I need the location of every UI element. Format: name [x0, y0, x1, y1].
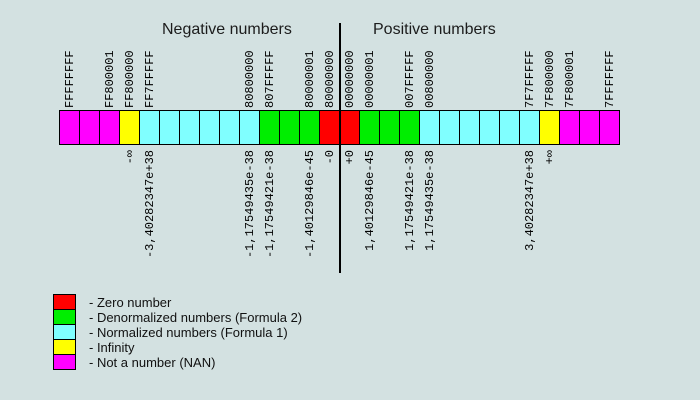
zero-divider-line	[339, 23, 341, 273]
bar-cell-normalized	[460, 111, 480, 144]
legend-row-denormalized: - Denormalized numbers (Formula 2)	[53, 309, 302, 325]
bar-cell-zero	[320, 111, 340, 144]
value-label: -1,17549421e-38	[263, 150, 277, 259]
bar-cell-denormalized	[260, 111, 280, 144]
hex-label: 7FFFFFFF	[603, 50, 617, 108]
legend: - Zero number- Denormalized numbers (For…	[53, 294, 302, 370]
hex-label: 80000000	[323, 50, 337, 108]
bar-cell-nan	[600, 111, 620, 144]
denormalized-color-swatch	[53, 309, 76, 325]
infinity-color-swatch	[53, 339, 76, 355]
nan-color-swatch	[53, 354, 76, 370]
bar-cell-normalized	[160, 111, 180, 144]
hex-label: 00800000	[423, 50, 437, 108]
value-label: -3,40282347e+38	[143, 150, 157, 259]
bar-cell-nan	[60, 111, 80, 144]
bar-cell-normalized	[220, 111, 240, 144]
legend-label: - Zero number	[89, 294, 172, 310]
bar-cell-normalized	[420, 111, 440, 144]
bar-cell-infinity	[540, 111, 560, 144]
bar-cell-infinity	[120, 111, 140, 144]
bar-cell-nan	[80, 111, 100, 144]
bar-cell-denormalized	[280, 111, 300, 144]
legend-label: - Infinity	[89, 339, 135, 355]
bar-cell-normalized	[140, 111, 160, 144]
hex-label: 00000001	[363, 50, 377, 108]
bar-cell-zero	[340, 111, 360, 144]
legend-label: - Denormalized numbers (Formula 2)	[89, 309, 303, 325]
hex-label: FFFFFFFF	[63, 50, 77, 108]
number-line-bar	[59, 110, 620, 145]
bar-cell-normalized	[500, 111, 520, 144]
bar-cell-normalized	[180, 111, 200, 144]
bar-cell-normalized	[440, 111, 460, 144]
hex-label: 80800000	[243, 50, 257, 108]
normalized-color-swatch	[53, 324, 76, 340]
legend-label: - Normalized numbers (Formula 1)	[89, 324, 288, 340]
value-label: -∞	[123, 150, 137, 165]
bar-cell-normalized	[480, 111, 500, 144]
hex-label: 007FFFFF	[403, 50, 417, 108]
hex-label: 80000001	[303, 50, 317, 108]
legend-row-nan: - Not a number (NAN)	[53, 354, 302, 370]
negative-section-title: Negative numbers	[162, 21, 292, 38]
value-label: -0	[323, 150, 337, 165]
legend-row-normalized: - Normalized numbers (Formula 1)	[53, 324, 302, 340]
value-label: 1,17549421e-38	[403, 150, 417, 251]
hex-label: 00000000	[343, 50, 357, 108]
bar-cell-normalized	[520, 111, 540, 144]
bar-cell-normalized	[240, 111, 260, 144]
value-label: -1,17549435e-38	[243, 150, 257, 259]
value-label: +0	[343, 150, 357, 165]
bar-cell-denormalized	[400, 111, 420, 144]
bar-cell-denormalized	[380, 111, 400, 144]
hex-label: 7F800000	[543, 50, 557, 108]
value-label: +∞	[543, 150, 557, 165]
bar-cell-denormalized	[360, 111, 380, 144]
hex-label: FF800000	[123, 50, 137, 108]
value-label: 1,17549435e-38	[423, 150, 437, 251]
legend-label: - Not a number (NAN)	[89, 354, 216, 370]
legend-row-zero: - Zero number	[53, 294, 302, 310]
bar-cell-nan	[100, 111, 120, 144]
legend-row-infinity: - Infinity	[53, 339, 302, 355]
value-label: 1,40129846e-45	[363, 150, 377, 251]
bar-cell-denormalized	[300, 111, 320, 144]
zero-color-swatch	[53, 294, 76, 310]
hex-label: FF7FFFFF	[143, 50, 157, 108]
bar-cell-nan	[560, 111, 580, 144]
positive-section-title: Positive numbers	[373, 21, 496, 38]
hex-label: FF800001	[103, 50, 117, 108]
value-label: 3,40282347e+38	[523, 150, 537, 251]
bar-cell-nan	[580, 111, 600, 144]
hex-label: 7F7FFFFF	[523, 50, 537, 108]
hex-label: 7F800001	[563, 50, 577, 108]
value-label: -1,40129846e-45	[303, 150, 317, 259]
bar-cell-normalized	[200, 111, 220, 144]
hex-label: 807FFFFF	[263, 50, 277, 108]
